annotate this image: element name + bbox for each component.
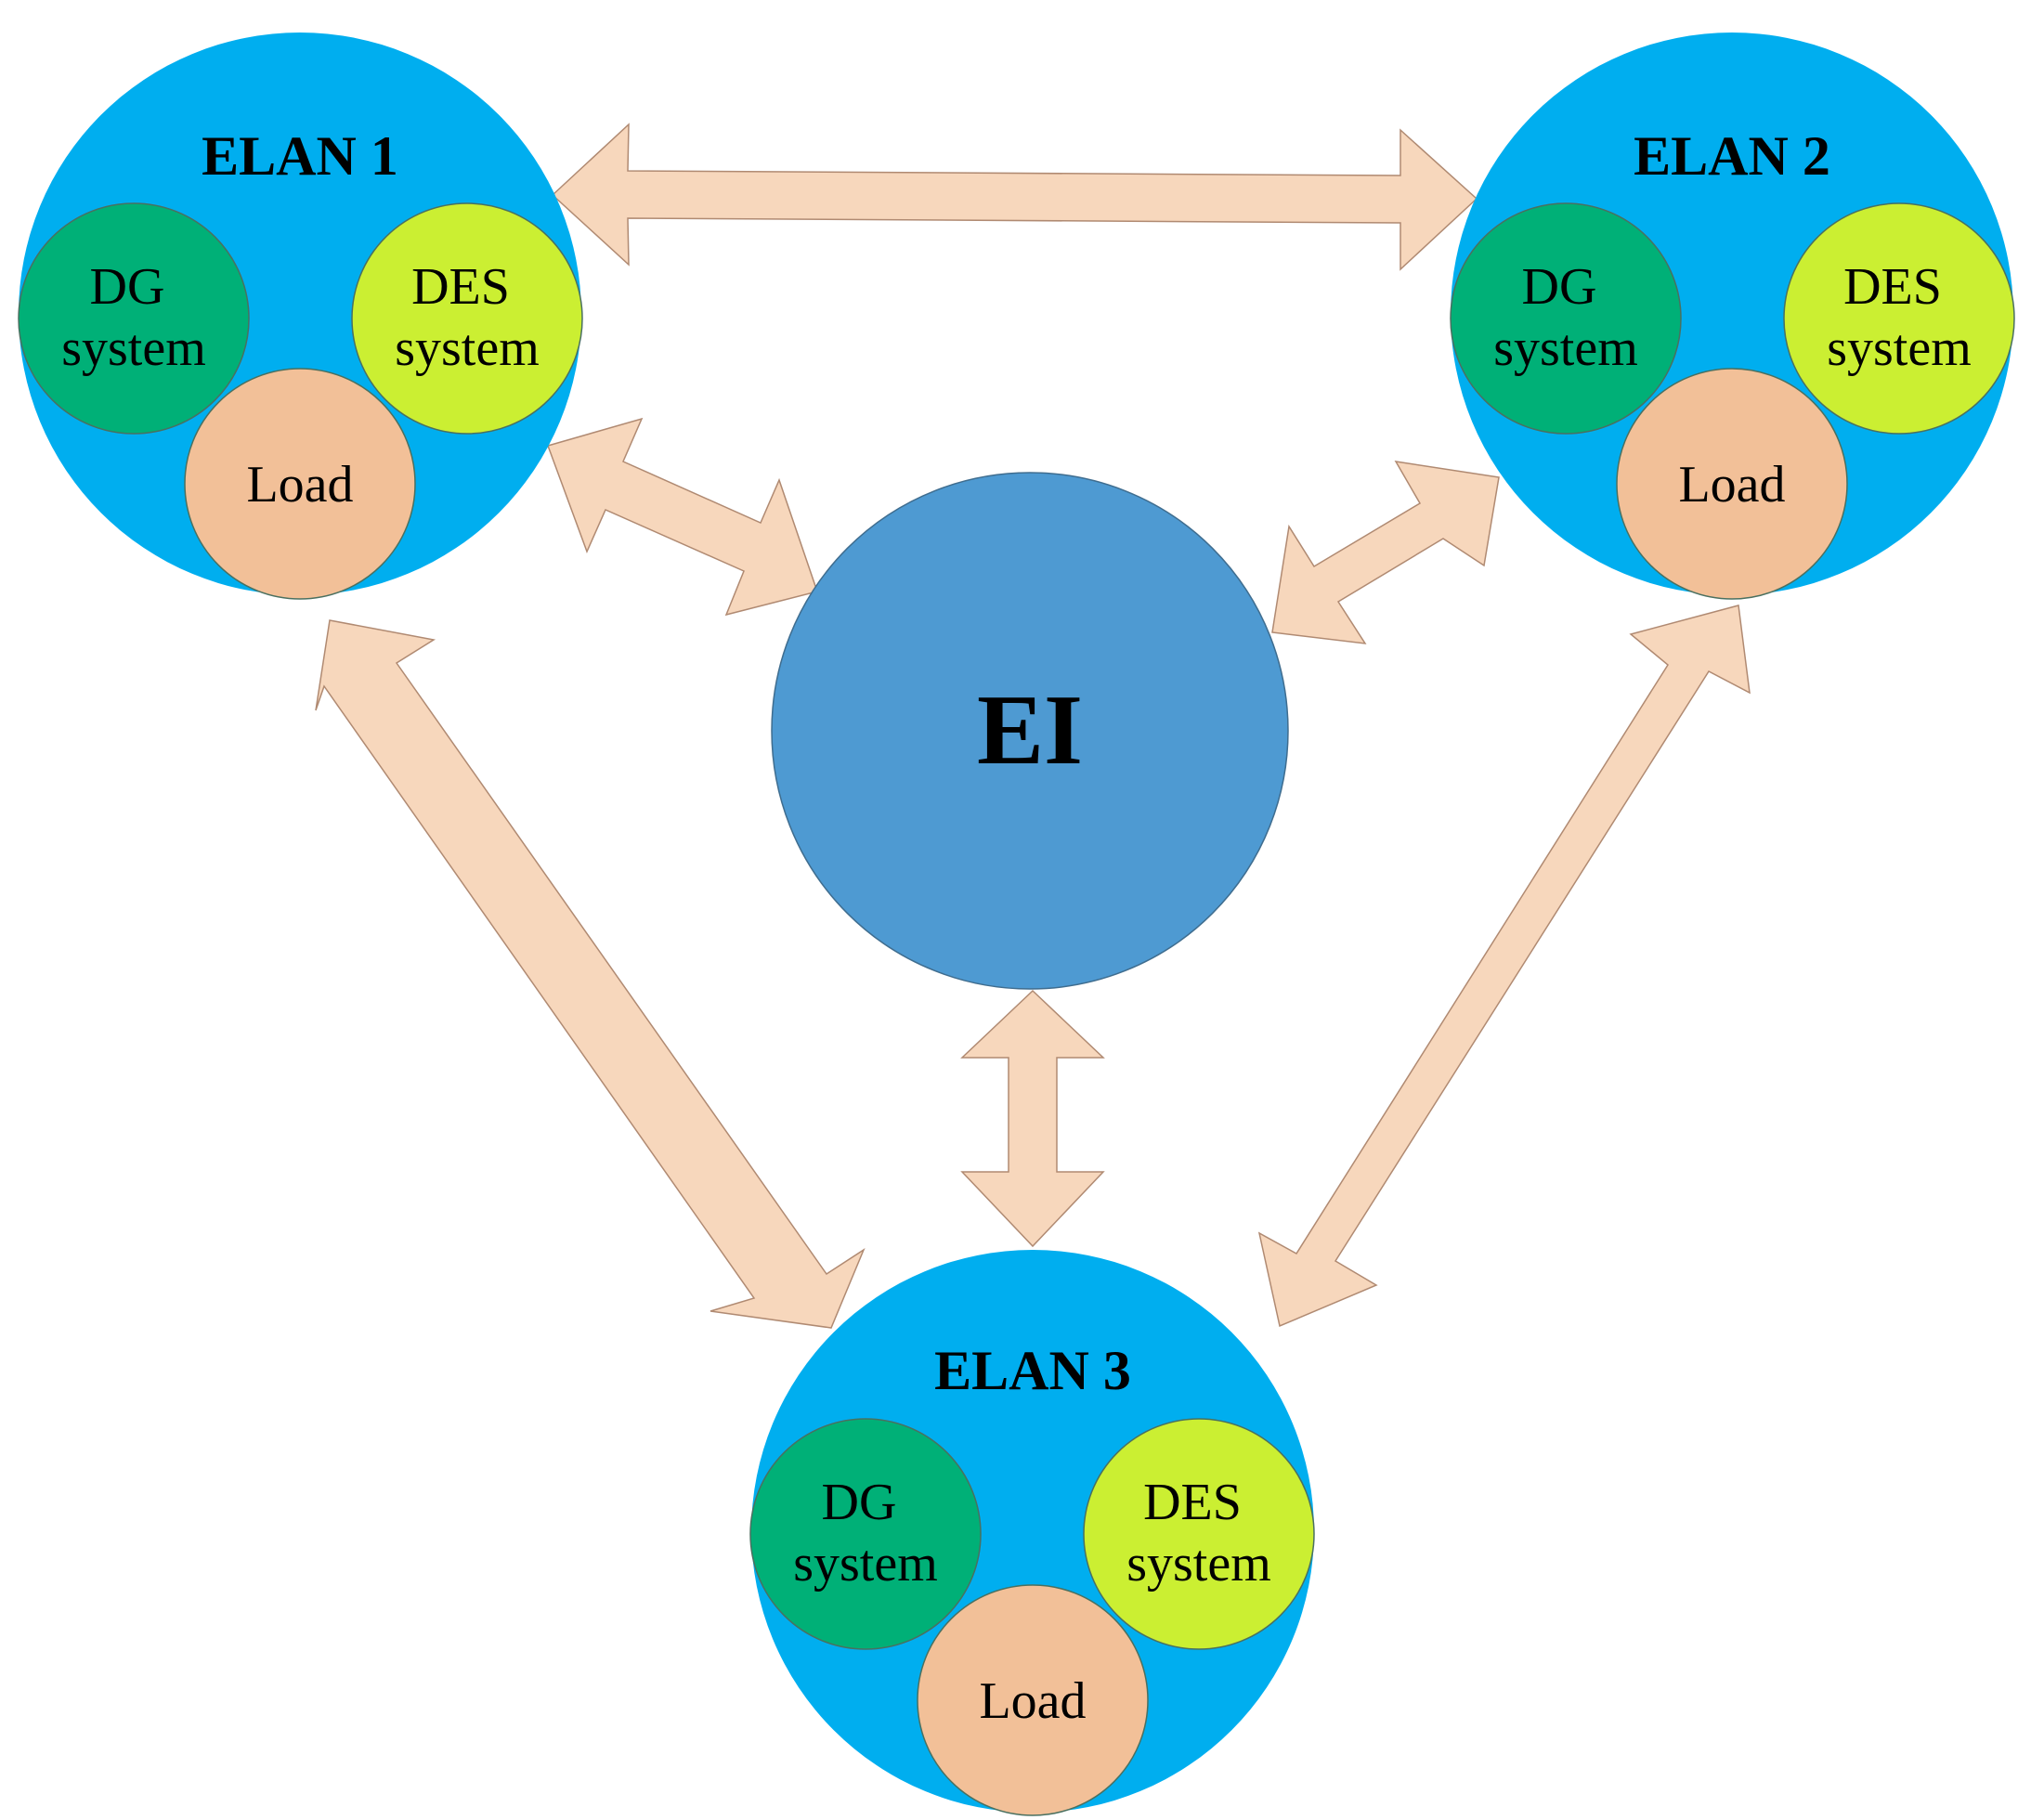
arrow-elan2-ei bbox=[1271, 461, 1500, 644]
elan-3-des-circle bbox=[1083, 1418, 1315, 1650]
elan-3: ELAN 3 DG system DES system Load bbox=[749, 1250, 1315, 1816]
elan-3-dg-circle bbox=[749, 1418, 982, 1650]
elan-1-dg-label: DG system bbox=[61, 258, 206, 377]
elan-2-dg-label: DG system bbox=[1493, 258, 1638, 377]
elan-2-des-label: DES system bbox=[1827, 258, 1972, 377]
elan-2-des-circle bbox=[1783, 202, 2015, 435]
arrow-ei-elan3 bbox=[960, 989, 1105, 1248]
elan-2-title: ELAN 2 bbox=[1634, 125, 1830, 187]
elan-3-dg-label: DG system bbox=[793, 1474, 938, 1592]
ei-node: EI bbox=[771, 472, 1289, 990]
elan-3-circle bbox=[751, 1250, 1314, 1813]
elan-2-load-label: Load bbox=[1678, 456, 1785, 514]
elan-1-circle bbox=[19, 32, 581, 595]
elan-3-load-label: Load bbox=[979, 1672, 1086, 1730]
elan-1-load-label: Load bbox=[246, 456, 353, 514]
elan-2: ELAN 2 DG system DES system Load bbox=[1450, 32, 2015, 600]
elan-2-load-circle bbox=[1616, 368, 1848, 600]
elan-1: ELAN 1 DG system DES system Load bbox=[18, 32, 583, 600]
elan-3-load-circle bbox=[917, 1584, 1149, 1816]
elan-3-des-label: DES system bbox=[1126, 1474, 1271, 1592]
elan-1-des-circle bbox=[351, 202, 583, 435]
arrow-elan1-elan3 bbox=[315, 619, 866, 1329]
arrow-elan1-ei bbox=[547, 417, 818, 617]
connection-arrows bbox=[315, 123, 1751, 1329]
ei-label: EI bbox=[977, 675, 1083, 786]
elan-2-circle bbox=[1451, 32, 2013, 595]
arrow-elan2-elan3 bbox=[1257, 604, 1751, 1328]
ei-circle bbox=[771, 472, 1289, 990]
elan-1-title: ELAN 1 bbox=[202, 125, 398, 187]
arrow-elan1-elan2 bbox=[551, 123, 1478, 271]
elan-1-des-label: DES system bbox=[395, 258, 540, 377]
elan-3-title: ELAN 3 bbox=[934, 1340, 1131, 1401]
elan-2-dg-circle bbox=[1450, 202, 1682, 435]
elan-1-dg-circle bbox=[18, 202, 250, 435]
elan-1-load-circle bbox=[184, 368, 416, 600]
